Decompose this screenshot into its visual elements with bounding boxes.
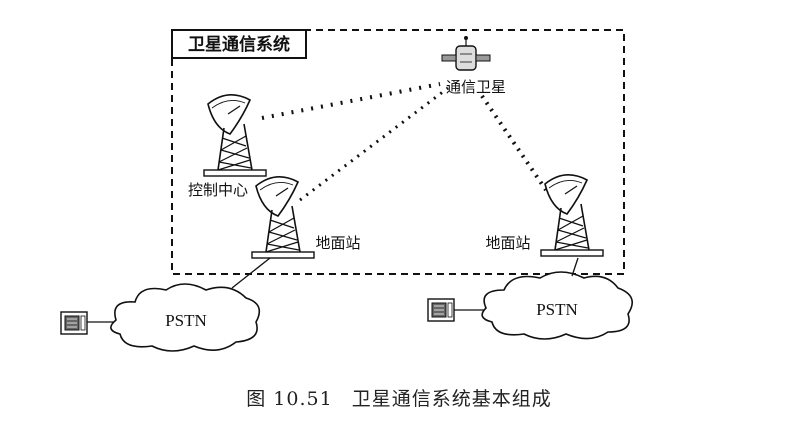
system-title-box [171, 29, 307, 59]
left-telephone-icon [60, 311, 88, 335]
system-title: 卫星通信系统 [188, 34, 290, 55]
link-control-to-satellite [261, 82, 441, 120]
satellite-icon [441, 36, 491, 71]
link-right-station-to-satellite [480, 94, 548, 192]
figure-caption: 图 10.51 卫星通信系统基本组成 [0, 384, 798, 411]
satellite-label: 通信卫星 [446, 78, 506, 96]
right-pstn-label: PSTN [536, 300, 578, 319]
left-pstn-cloud [110, 283, 261, 352]
right-telephone-icon [427, 298, 455, 322]
figure-number: 图 10.51 [246, 388, 333, 410]
control-center-label: 控制中心 [188, 181, 248, 199]
left-pstn-label: PSTN [165, 311, 207, 330]
link-right-station-to-pstn [571, 257, 579, 277]
left-ground-station-label: 地面站 [315, 234, 360, 252]
figure-title: 卫星通信系统基本组成 [351, 388, 552, 410]
control-center-dish-icon [203, 94, 267, 177]
right-pstn-cloud [481, 271, 634, 340]
link-left-station-to-pstn [231, 257, 271, 289]
right-ground-station-dish-icon [540, 174, 604, 257]
right-ground-station-label: 地面站 [485, 234, 530, 252]
left-ground-station-dish-icon [251, 176, 315, 259]
